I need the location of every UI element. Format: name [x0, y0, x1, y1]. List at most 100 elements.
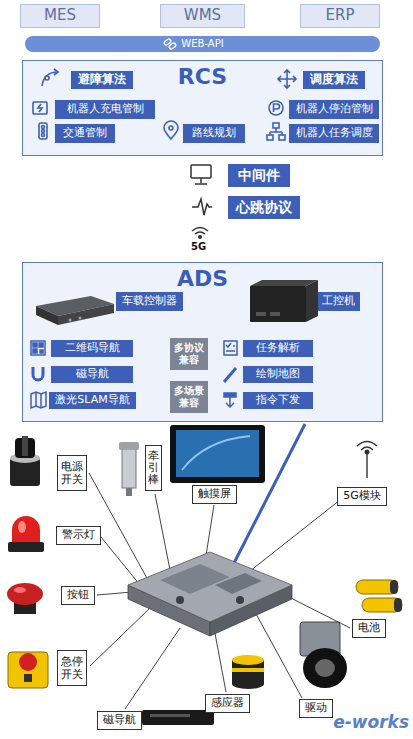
- node-text: 中间件: [238, 167, 280, 183]
- middleware-icon: [192, 199, 212, 215]
- robot-chassis: [215, 573, 262, 594]
- middleware-icon: [191, 165, 212, 238]
- rcs-icon: [269, 101, 283, 115]
- part-label: 警示灯: [56, 526, 101, 545]
- node-text: 工控机: [322, 295, 355, 308]
- antenna-5g: [357, 442, 377, 479]
- middleware-icon: [195, 178, 207, 184]
- drive-wheel: [300, 622, 347, 688]
- vehicle-controller-image: [36, 296, 114, 316]
- node-text: 车载控制器: [122, 295, 177, 308]
- node-text: 感应器: [211, 697, 244, 710]
- vehicle-controller-image: [58, 304, 114, 325]
- node-text: 二维码导航: [65, 342, 120, 355]
- traction-rod: [126, 488, 132, 496]
- node-text: MES: [44, 7, 76, 24]
- industrial-pc-image: [250, 286, 306, 322]
- magnetic-sensor-bar: [150, 714, 190, 717]
- push-button: [7, 583, 43, 614]
- rcs-icon: [33, 69, 296, 140]
- drive-wheel: [315, 659, 335, 677]
- ads-icon: [31, 392, 46, 408]
- function-tag: 机器人停泊管制: [289, 100, 379, 119]
- rcs-icon: [45, 76, 49, 80]
- battery: [356, 580, 398, 594]
- node-text: 多协议 兼容: [172, 342, 206, 366]
- layer-panel: ADS车载控制器工控机二维码导航磁导航激光SLAM导航多协议 兼容多场景 兼容任…: [22, 262, 383, 422]
- rcs-icon: [164, 121, 178, 139]
- node-text: WEB-API: [181, 38, 223, 50]
- function-tag: 二维码导航: [51, 340, 133, 357]
- part-label: 牵引棒: [145, 445, 162, 491]
- api-bar: WEB-API: [25, 36, 380, 52]
- leader-line: [155, 494, 170, 570]
- link-icon: [163, 38, 176, 49]
- vehicle-controller-image: [79, 317, 82, 320]
- function-tag: 路线规划: [183, 124, 245, 143]
- link-icon: [163, 38, 171, 45]
- push-button: [7, 583, 43, 605]
- part-label: 5G模块: [337, 487, 387, 506]
- leader-line: [101, 537, 140, 585]
- industrial-pc-image: [306, 280, 318, 322]
- sensor: [232, 679, 264, 689]
- function-tag: 激光SLAM导航: [49, 392, 136, 409]
- industrial-pc-image: [256, 312, 266, 316]
- part-label: 按钮: [61, 586, 95, 605]
- sensor: [232, 668, 264, 672]
- node-text: 任务解析: [256, 342, 300, 355]
- ads-icon: [31, 341, 237, 408]
- leader-line: [245, 500, 340, 575]
- antenna-5g: [366, 452, 367, 478]
- emergency-stop: [8, 652, 48, 688]
- watermark: e-works: [333, 712, 409, 732]
- middleware-box: 心跳协议: [228, 196, 300, 219]
- industrial-pc-image: [250, 280, 318, 322]
- rcs-icon: [169, 126, 173, 130]
- leader-line: [125, 628, 180, 709]
- node-text: 心跳协议: [236, 199, 292, 215]
- ads-icon: [33, 349, 37, 353]
- ads-icon: [36, 392, 41, 408]
- ads-icon: [224, 341, 237, 355]
- rcs-icon: [33, 102, 47, 114]
- function-tag: 交通管制: [55, 124, 115, 143]
- node-text: 激光SLAM导航: [55, 394, 129, 407]
- node-text: 磁导航: [76, 368, 109, 381]
- rcs-icon: [39, 123, 47, 139]
- push-button: [14, 587, 26, 593]
- node-text: 触摸屏: [198, 488, 231, 501]
- emergency-stop: [24, 674, 32, 682]
- function-tag: 绘制地图: [243, 366, 313, 383]
- warning-light: [8, 516, 44, 552]
- battery: [356, 580, 402, 612]
- ads-icon: [33, 367, 43, 380]
- function-tag: 车载控制器: [116, 292, 183, 311]
- battery: [390, 580, 398, 594]
- rcs-icon: [42, 134, 45, 137]
- ads-icon: [226, 397, 234, 407]
- ads-icon: [40, 350, 43, 353]
- node-text: ERP: [326, 7, 355, 24]
- rcs-icon: [278, 70, 296, 88]
- rcs-icon: [38, 104, 42, 112]
- feature-box: 多场景 兼容: [170, 381, 208, 413]
- part-label: 磁导航: [97, 711, 142, 730]
- part-label: 感应器: [205, 694, 250, 713]
- node-text: 绘制地图: [256, 368, 300, 381]
- function-tag: 磁导航: [51, 366, 133, 383]
- label-5g: 5G: [191, 241, 206, 252]
- node-text: 调度算法: [310, 73, 358, 87]
- part-label: 驱动: [299, 699, 333, 718]
- rcs-icon: [267, 135, 273, 140]
- robot-chassis: [176, 596, 184, 604]
- touch-screen: [176, 430, 259, 477]
- system-box: MES: [20, 4, 100, 28]
- node-text: 交通管制: [63, 127, 107, 140]
- rcs-icon: [42, 126, 45, 129]
- magnetic-sensor-bar: [142, 710, 214, 725]
- industrial-pc-image: [270, 312, 280, 316]
- warning-light: [18, 521, 26, 533]
